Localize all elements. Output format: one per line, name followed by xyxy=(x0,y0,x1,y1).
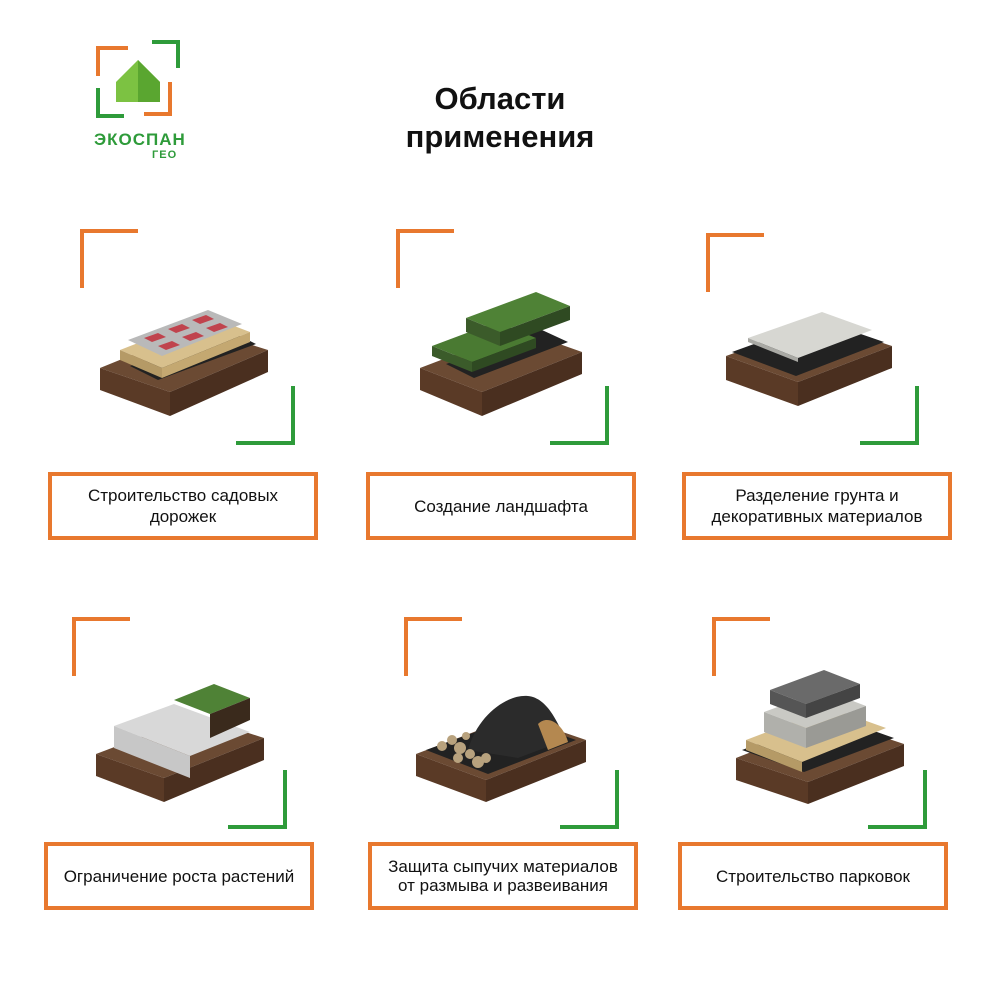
corner-bracket-green xyxy=(550,386,609,445)
bulk-cover-illustration xyxy=(416,695,586,802)
card-label: Строительство садовых дорожек xyxy=(87,486,279,526)
corner-bracket-green xyxy=(868,770,927,829)
brand-subtitle: ГЕО xyxy=(152,149,178,161)
card-parking: Строительство парковок xyxy=(678,614,958,944)
card-label-box: Строительство садовых дорожек xyxy=(48,472,318,540)
corner-bracket-orange xyxy=(80,229,138,288)
card-label-box: Защита сыпучих материалов от размыва и р… xyxy=(368,842,638,910)
corner-bracket-orange xyxy=(396,229,454,288)
corner-bracket-orange xyxy=(404,617,462,676)
card-bulk-materials: Защита сыпучих материалов от размыва и р… xyxy=(368,614,648,944)
corner-bracket-orange xyxy=(706,233,764,292)
card-label-box: Строительство парковок xyxy=(678,842,948,910)
card-soil-separation: Разделение грунта и декоративных материа… xyxy=(682,228,962,558)
corner-bracket-green xyxy=(236,386,295,445)
card-landscape: Создание ландшафта xyxy=(366,228,646,558)
parking-illustration xyxy=(736,670,904,804)
corner-bracket-green xyxy=(228,770,287,829)
house-icon xyxy=(96,40,180,118)
brand-name: ЭКОСПАН xyxy=(94,130,186,149)
corner-bracket-green xyxy=(860,386,919,445)
card-label: Разделение грунта и декоративных материа… xyxy=(711,486,923,526)
landscape-illustration xyxy=(420,292,582,416)
card-label-box: Создание ландшафта xyxy=(366,472,636,540)
card-label: Создание ландшафта xyxy=(414,496,588,516)
corner-bracket-orange xyxy=(712,617,770,676)
garden-path-illustration xyxy=(100,310,268,416)
card-label-box: Ограничение роста растений xyxy=(44,842,314,910)
brand-logo: ЭКОСПАН ГЕО xyxy=(88,36,198,166)
page-title-line-2: применения xyxy=(405,119,595,154)
card-label: Строительство парковок xyxy=(716,866,910,886)
page-title-line-1: Области xyxy=(434,81,566,116)
plant-barrier-illustration xyxy=(96,684,264,802)
page-title: Области применения xyxy=(380,80,620,156)
card-label: Защита сыпучих материалов от размыва и р… xyxy=(388,857,618,895)
corner-bracket-green xyxy=(560,770,619,829)
card-label-box: Разделение грунта и декоративных материа… xyxy=(682,472,952,540)
card-plant-barrier: Ограничение роста растений xyxy=(44,614,324,944)
gravel-illustration xyxy=(726,312,892,406)
card-garden-paths: Строительство садовых дорожек xyxy=(48,228,328,558)
card-label: Ограничение роста растений xyxy=(63,866,295,886)
corner-bracket-orange xyxy=(72,617,130,676)
